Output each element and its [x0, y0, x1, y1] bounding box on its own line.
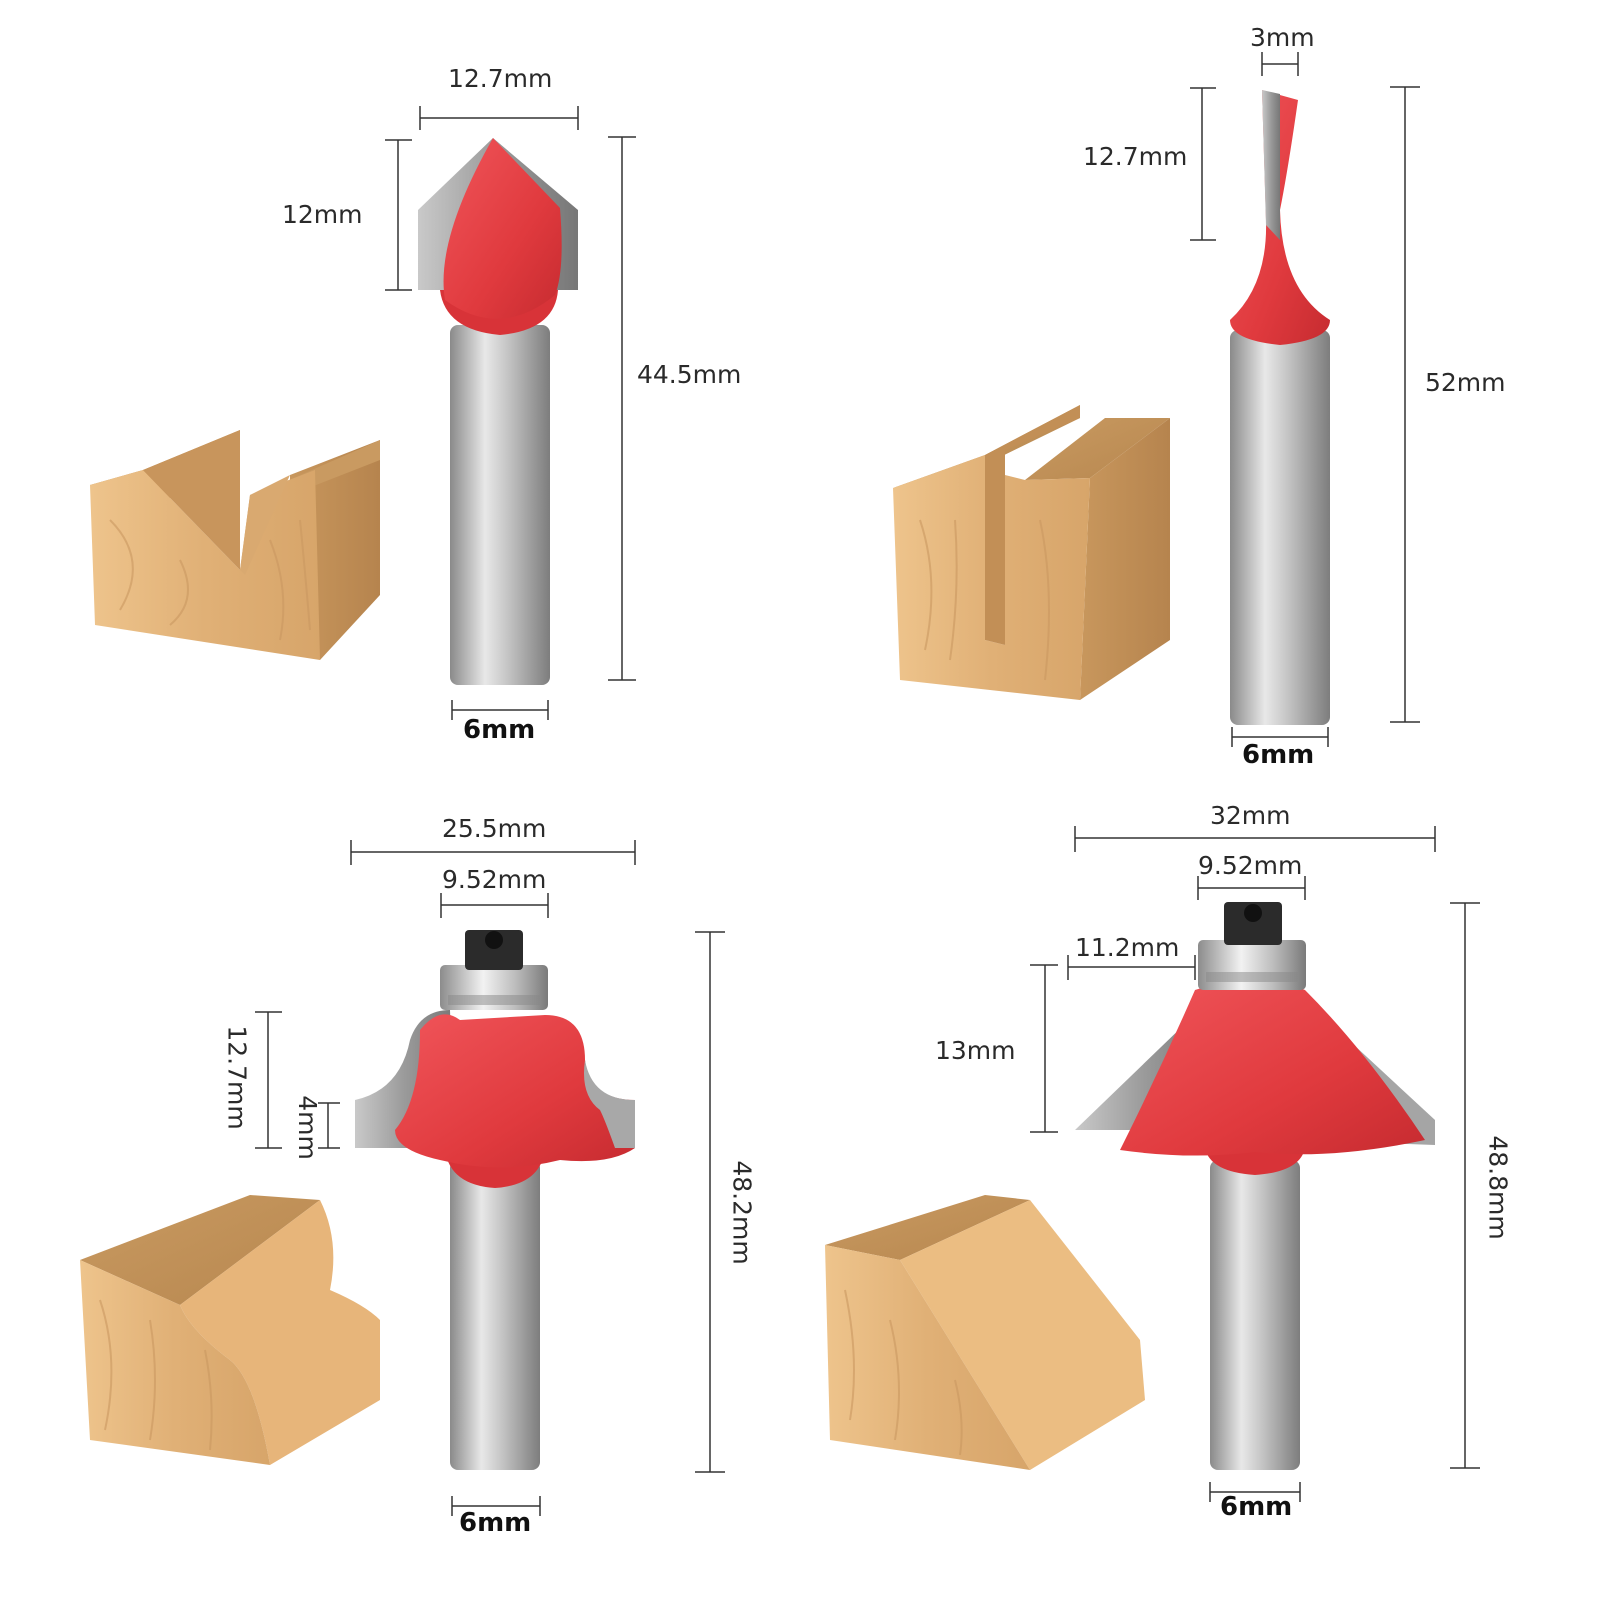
chamfer-overall-width-label: 32mm	[1210, 801, 1291, 830]
straight-wood-block	[893, 405, 1170, 700]
chamfer-shank-label: 6mm	[1220, 1492, 1293, 1522]
chamfer-bearing-label: 9.52mm	[1198, 851, 1303, 880]
chamfer-length-label: 48.8mm	[1483, 1135, 1513, 1240]
chamfer-router-bit	[1075, 902, 1435, 1470]
ogee-dimensions	[255, 840, 725, 1516]
chamfer-cut-width-label: 11.2mm	[1075, 933, 1180, 962]
v-groove-bit-panel	[90, 106, 636, 720]
ogee-height-label: 12.7mm	[222, 1025, 252, 1130]
straight-router-bit	[1230, 90, 1330, 725]
straight-width-label: 3mm	[1250, 23, 1315, 52]
straight-shank-label: 6mm	[1242, 740, 1315, 770]
v-groove-dimensions	[385, 106, 636, 720]
v-groove-length-label: 44.5mm	[637, 360, 742, 389]
straight-bit-panel	[893, 52, 1420, 747]
ogee-step-label: 4mm	[292, 1095, 322, 1160]
ogee-length-label: 48.2mm	[727, 1160, 757, 1265]
ogee-bit-panel	[80, 840, 725, 1516]
ogee-shank-label: 6mm	[459, 1508, 532, 1538]
v-groove-width-label: 12.7mm	[448, 64, 553, 93]
v-groove-height-label: 12mm	[282, 200, 363, 229]
chamfer-height-label: 13mm	[935, 1036, 1016, 1065]
ogee-router-bit	[355, 930, 635, 1470]
v-groove-shank-label: 6mm	[463, 715, 536, 745]
chamfer-bit-panel	[825, 826, 1480, 1502]
straight-dimensions	[1190, 52, 1420, 747]
chamfer-wood-block	[825, 1195, 1145, 1470]
chamfer-dimensions	[1030, 826, 1480, 1502]
ogee-overall-width-label: 25.5mm	[442, 814, 547, 843]
ogee-bearing-label: 9.52mm	[442, 865, 547, 894]
straight-length-label: 52mm	[1425, 368, 1506, 397]
v-groove-router-bit	[418, 138, 578, 685]
ogee-wood-block	[80, 1195, 380, 1465]
v-groove-wood-block	[90, 430, 380, 660]
straight-height-label: 12.7mm	[1083, 142, 1188, 171]
